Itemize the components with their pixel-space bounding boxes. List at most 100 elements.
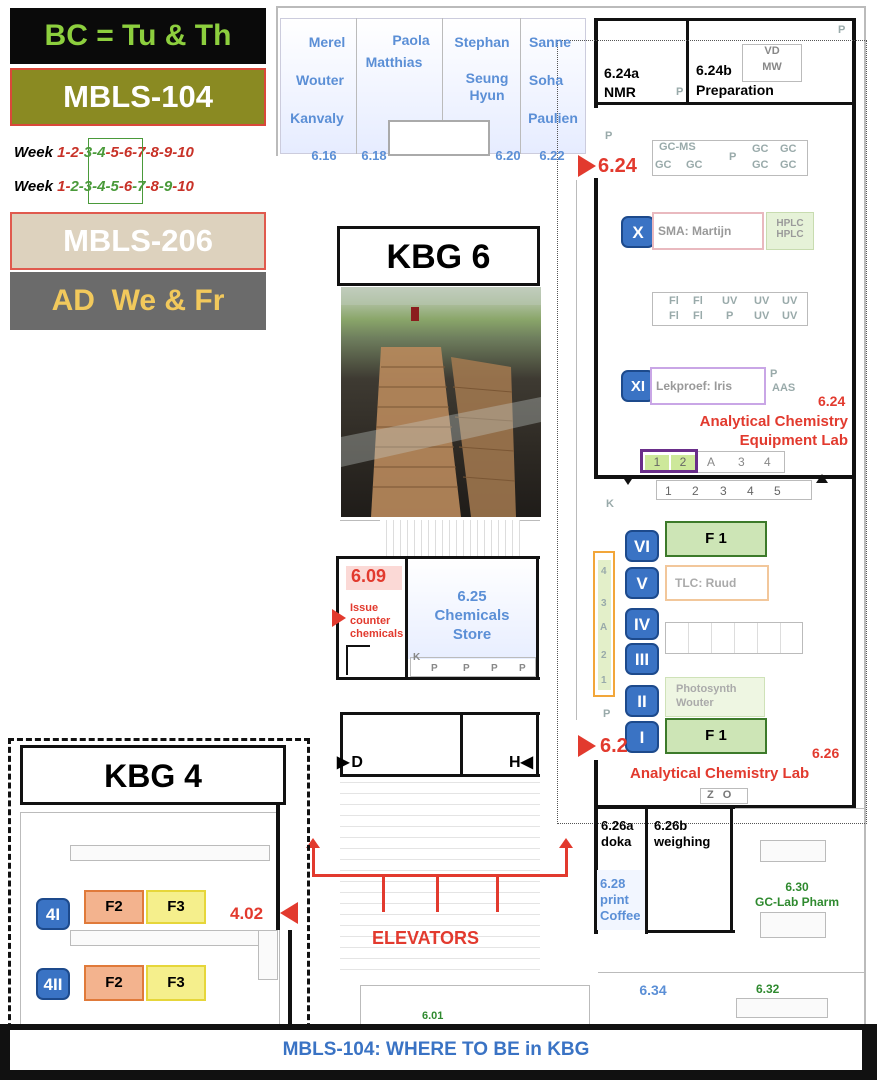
room-625-label: 6.25 Chemicals Store <box>434 588 510 643</box>
room-609-label: 6.09 <box>351 566 387 586</box>
week-item: 2-3-4-5 <box>70 178 119 195</box>
door-h-label: H◀ <box>509 754 533 771</box>
week-highlight-box <box>88 138 143 204</box>
z-label: Z <box>707 789 714 801</box>
bench-slot-5: 5 <box>774 484 781 498</box>
bench-iv-iii <box>665 622 803 654</box>
door-marker <box>816 474 828 483</box>
side-rack <box>593 551 615 697</box>
rack-slot-2: 2 <box>601 650 607 661</box>
hplc-bench: HPLC HPLC <box>766 212 814 250</box>
rack-slot-1: 1 <box>601 675 607 686</box>
p-marker: P <box>603 708 611 720</box>
office-name: Sanne <box>528 34 571 50</box>
gc-label: GC <box>655 159 672 171</box>
room-402-label: 4.02 <box>230 904 264 923</box>
room-626b-label: 6.26b weighing <box>654 818 711 849</box>
station-i-bench: F 1 <box>665 718 767 754</box>
station-badge-xi: XI <box>621 370 655 402</box>
uv-label: UV <box>754 310 770 322</box>
room-624-arrow-label: 6.24 <box>598 155 637 177</box>
room-628-label: 6.28 print Coffee <box>600 876 641 923</box>
kbg4-bench-f2: F2 <box>84 890 144 924</box>
room-624-name: Analytical Chemistry Equipment Lab <box>699 413 848 449</box>
kbg4-bench-f3: F3 <box>146 890 206 924</box>
week-row-2: Week 1-2-3-4-5-6-7-8-9-10 <box>14 178 194 195</box>
bench-slot-3: 3 <box>720 484 727 498</box>
p-marker: P <box>729 151 737 163</box>
station-xi-bench: Lekproef: Iris <box>650 367 766 405</box>
room-626a-label: 6.26a doka <box>601 818 634 849</box>
week-prefix: Week <box>14 178 53 195</box>
mw-label: MW <box>762 61 782 73</box>
zo-bench: Z O <box>700 788 748 804</box>
room-626-arrow <box>578 735 596 757</box>
rack-slot-3: 3 <box>601 598 607 609</box>
rack-slot-4: 4 <box>601 566 607 577</box>
room-632-label: 6.32 <box>756 982 780 996</box>
kbg4-bench-f3: F3 <box>146 965 206 1001</box>
fl-label: Fl <box>669 310 679 322</box>
k-label: K <box>413 652 421 663</box>
office-name: Wouter <box>296 72 344 88</box>
bench-1-2-highlight <box>640 449 698 473</box>
gc-label: GC <box>752 143 769 155</box>
room-626-number: 6.26 <box>812 745 840 761</box>
bench-row-bottom <box>656 480 812 500</box>
uv-label: UV <box>754 295 770 307</box>
p-marker: P <box>726 310 734 322</box>
atrium-photo-drawing <box>341 287 541 517</box>
kbg4-title: KBG 4 <box>20 745 286 805</box>
uv-label: UV <box>722 295 738 307</box>
bc-schedule-label: BC = Tu & Th <box>10 8 266 64</box>
week-item: -6 <box>118 178 133 195</box>
issue-counter-desk <box>346 645 370 675</box>
side-rack-inner <box>598 560 611 690</box>
mbls206-label: MBLS-206 <box>10 212 266 270</box>
o-label: O <box>722 789 732 801</box>
p-marker: P <box>605 130 613 142</box>
kbg4-bench-f2: F2 <box>84 965 144 1001</box>
office-name: Merel <box>308 34 346 50</box>
room-626-name: Analytical Chemistry Lab <box>630 765 810 782</box>
room-624a-label: 6.24a NMR <box>604 65 640 100</box>
week-item: -8 <box>145 178 159 195</box>
room-626-arrow-label: 6.2 <box>600 735 628 757</box>
hplc-label: HPLC <box>776 229 804 240</box>
ad-schedule-label: AD We & Fr <box>10 272 266 330</box>
kbg6-title: KBG 6 <box>337 226 540 286</box>
office-name: Kanvaly <box>290 110 344 126</box>
station-badge-vi: VI <box>625 530 659 562</box>
office-number: 6.16 <box>311 148 337 163</box>
rack-slot-a: A <box>600 622 608 633</box>
office-name: Seung Hyun <box>465 70 509 103</box>
station-ii-bench: Photosynth Wouter <box>665 677 765 717</box>
week-item: 1-2- <box>57 144 84 161</box>
station-vi-bench: F 1 <box>665 521 767 557</box>
room-624b-label: 6.24b Preparation <box>696 62 774 98</box>
aas-label: AAS <box>772 382 796 394</box>
atrium-photo <box>341 287 541 517</box>
vd-label: VD <box>764 45 780 57</box>
door-marker <box>622 476 634 485</box>
office-number: 6.22 <box>539 148 565 163</box>
bench-slot-4: 4 <box>747 484 754 498</box>
office-name: Paola <box>392 32 430 48</box>
room-609-bg <box>346 566 402 590</box>
station-badge-4i: 4I <box>36 898 70 930</box>
p-marker: P <box>770 368 778 380</box>
office-number: 6.20 <box>495 148 521 163</box>
door-d: D <box>351 754 363 771</box>
station-badge-i: I <box>625 721 659 753</box>
office-name: Soha <box>528 72 564 88</box>
station-badge-ii: II <box>625 685 659 717</box>
office-name: Paulien <box>528 110 578 126</box>
door-h: H <box>509 754 521 771</box>
p-marker: P <box>676 86 684 98</box>
station-badge-v: V <box>625 567 659 599</box>
p-marker: P <box>838 24 846 36</box>
uv-label: UV <box>782 295 798 307</box>
fl-label: Fl <box>693 295 703 307</box>
k-marker: K <box>606 498 614 510</box>
gc-label: GC <box>780 143 797 155</box>
